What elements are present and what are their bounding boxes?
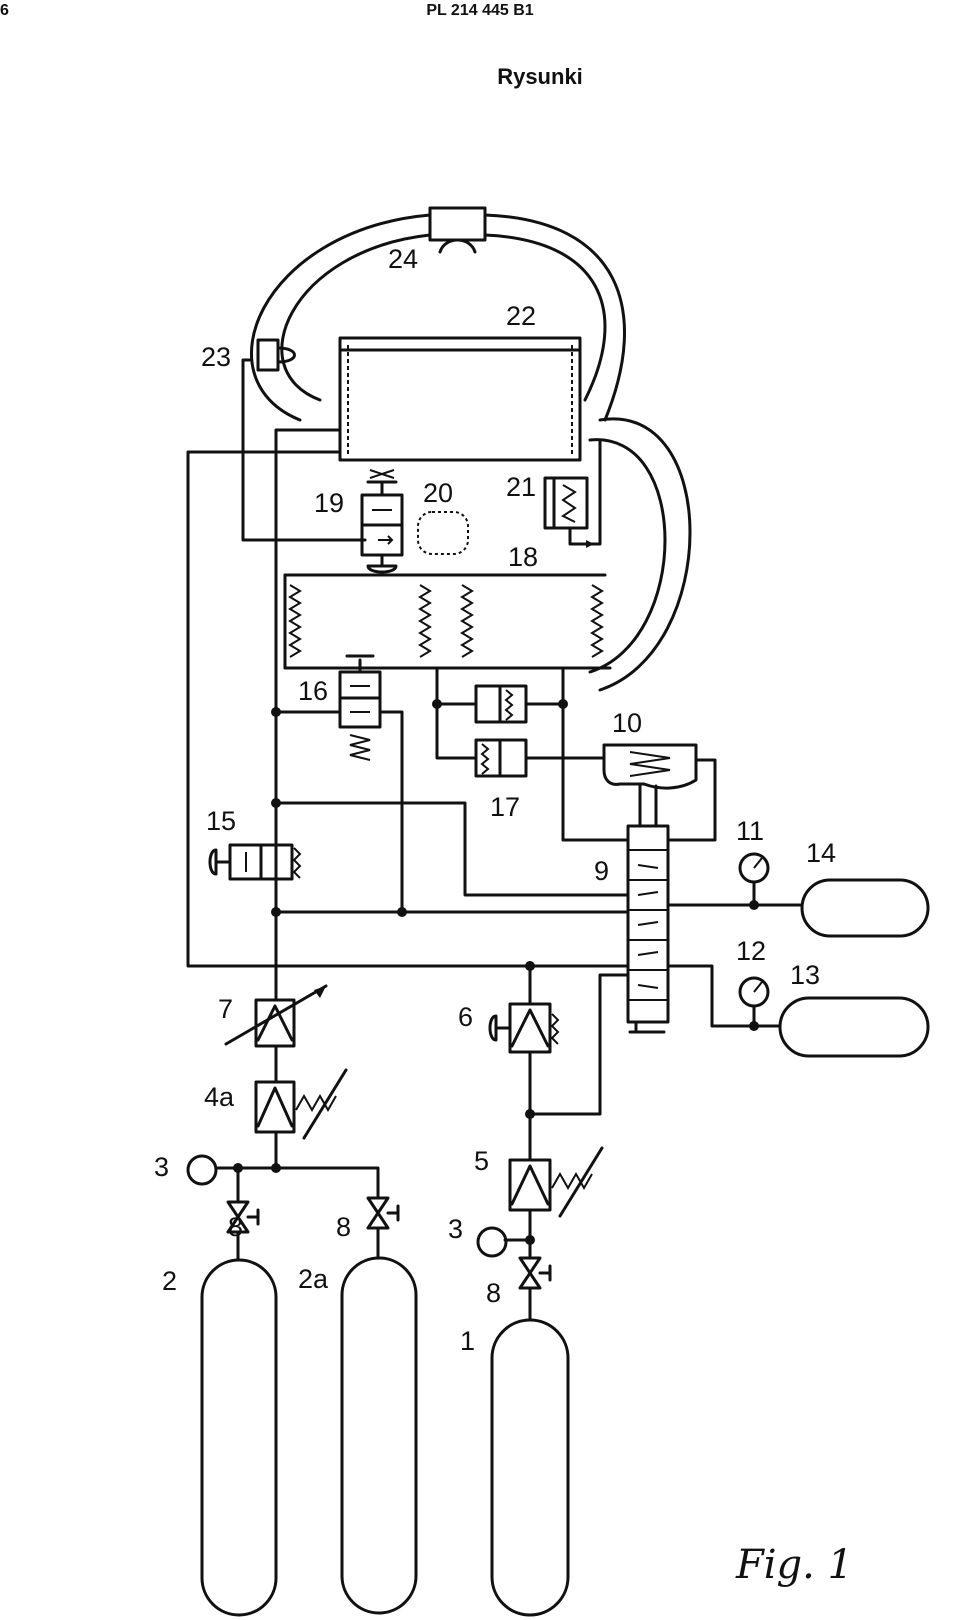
manifold-18 xyxy=(283,573,612,670)
gauge-11 xyxy=(738,852,770,884)
valve-8-middle xyxy=(366,1196,400,1260)
valve-17 xyxy=(435,666,630,842)
label-23: 23 xyxy=(201,342,231,372)
valve-23 xyxy=(256,338,296,372)
regulator-4a xyxy=(254,1068,348,1140)
label-21: 21 xyxy=(506,472,536,502)
gauge-3-right xyxy=(476,1226,508,1258)
label-16: 16 xyxy=(298,676,328,706)
valve-19 xyxy=(360,469,404,574)
label-20: 20 xyxy=(423,478,453,508)
label-1: 1 xyxy=(460,1326,475,1356)
label-24: 24 xyxy=(388,244,418,274)
breathing-hose xyxy=(249,213,692,692)
label-15: 15 xyxy=(206,806,236,836)
valve-16 xyxy=(274,654,404,914)
valve-6 xyxy=(488,1002,560,1054)
valve-21 xyxy=(543,438,602,548)
label-14: 14 xyxy=(806,838,836,868)
cylinder-2a xyxy=(340,1256,418,1615)
label-10: 10 xyxy=(612,708,642,738)
gauge-12 xyxy=(738,976,770,1008)
label-5: 5 xyxy=(474,1146,489,1176)
line-22-down xyxy=(274,428,342,1002)
tank-14 xyxy=(800,878,930,938)
section-title: Rysunki xyxy=(497,64,583,89)
line-22-main xyxy=(186,450,630,968)
label-13: 13 xyxy=(790,960,820,990)
label-18: 18 xyxy=(508,542,538,572)
label-2: 2 xyxy=(162,1266,177,1296)
page-number: 6 xyxy=(0,2,9,19)
mouthpiece-24 xyxy=(428,206,487,254)
label-8-middle: 8 xyxy=(336,1212,351,1242)
valve-8-right xyxy=(518,1256,552,1322)
document-id: PL 214 445 B1 xyxy=(426,2,534,19)
junction-dots xyxy=(233,699,759,1245)
gauge-3-left xyxy=(186,1154,218,1186)
label-4a: 4a xyxy=(204,1082,235,1112)
label-3-right: 3 xyxy=(448,1214,463,1244)
label-3-left: 3 xyxy=(154,1152,169,1182)
label-7: 7 xyxy=(218,994,233,1024)
label-19: 19 xyxy=(314,488,344,518)
label-22: 22 xyxy=(506,301,536,331)
actuator-10 xyxy=(602,743,717,842)
label-9: 9 xyxy=(594,856,609,886)
bag-20 xyxy=(417,511,469,555)
label-12: 12 xyxy=(736,936,766,966)
valve-15 xyxy=(208,843,302,881)
tank-13 xyxy=(778,996,930,1058)
valve-block-9 xyxy=(626,824,670,1034)
label-17: 17 xyxy=(490,792,520,822)
label-2a: 2a xyxy=(298,1264,329,1294)
valve-8-left xyxy=(226,1200,260,1262)
cylinder-2 xyxy=(200,1258,278,1617)
figure-caption: Fig. 1 xyxy=(735,1542,853,1588)
cylinder-1 xyxy=(490,1318,570,1617)
line-23-19 xyxy=(241,358,367,542)
lines-right xyxy=(274,801,802,1116)
canister-22 xyxy=(338,336,582,462)
label-11: 11 xyxy=(736,816,764,846)
label-8-right: 8 xyxy=(486,1278,501,1308)
label-6: 6 xyxy=(458,1002,473,1032)
label-8-left: 8 xyxy=(228,1212,243,1242)
regulator-5 xyxy=(508,1146,604,1218)
